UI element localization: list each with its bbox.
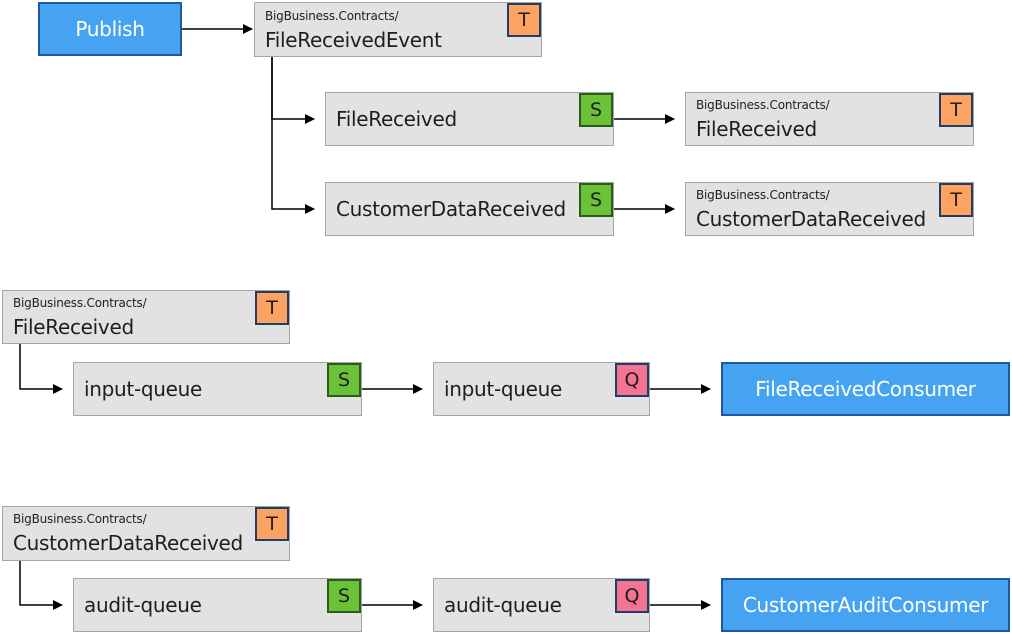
topic-file-received-source[interactable]: BigBusiness.Contracts/ FileReceived T: [2, 290, 290, 344]
subscription-badge: S: [327, 579, 361, 613]
topic-name: FileReceivedEvent: [265, 28, 442, 52]
arrow-flow2-topic-to-sub: [19, 343, 63, 394]
topic-namespace: BigBusiness.Contracts/: [13, 512, 147, 526]
topic-namespace: BigBusiness.Contracts/: [696, 98, 830, 112]
publish-button[interactable]: Publish: [38, 2, 182, 56]
topic-name: FileReceived: [13, 315, 134, 339]
subscription-audit-queue[interactable]: audit-queue S: [73, 578, 362, 632]
subscription-badge: S: [579, 183, 613, 217]
queue-audit-queue[interactable]: audit-queue Q: [433, 578, 650, 632]
topic-name: CustomerDataReceived: [13, 531, 243, 555]
subscription-badge: S: [327, 363, 361, 397]
arrow-topic-to-sub-file: [271, 57, 315, 124]
queue-name: audit-queue: [444, 593, 562, 617]
topic-badge: T: [939, 93, 973, 127]
topic-customer-data-received-source[interactable]: BigBusiness.Contracts/ CustomerDataRecei…: [2, 506, 290, 561]
topic-namespace: BigBusiness.Contracts/: [13, 296, 147, 310]
subscription-name: FileReceived: [336, 107, 457, 131]
subscription-name: CustomerDataReceived: [336, 197, 566, 221]
queue-input-queue[interactable]: input-queue Q: [433, 362, 650, 416]
publish-label: Publish: [75, 17, 145, 41]
topic-name: CustomerDataReceived: [696, 207, 926, 231]
topic-namespace: BigBusiness.Contracts/: [265, 9, 399, 23]
subscription-badge: S: [579, 93, 613, 127]
consumer-label: FileReceivedConsumer: [755, 377, 976, 401]
subscription-file-received[interactable]: FileReceived S: [325, 92, 614, 146]
queue-badge: Q: [615, 579, 649, 613]
subscription-name: input-queue: [84, 377, 203, 401]
queue-name: input-queue: [444, 377, 563, 401]
subscription-input-queue[interactable]: input-queue S: [73, 362, 362, 416]
topic-badge: T: [255, 291, 289, 325]
topic-badge: T: [255, 507, 289, 541]
topic-name: FileReceived: [696, 117, 817, 141]
subscription-customer-data-received[interactable]: CustomerDataReceived S: [325, 182, 614, 236]
arrow-topic-to-sub-customer: [271, 57, 315, 214]
topic-file-received[interactable]: BigBusiness.Contracts/ FileReceived T: [685, 92, 974, 146]
topic-badge: T: [939, 183, 973, 217]
consumer-file-received[interactable]: FileReceivedConsumer: [721, 362, 1010, 416]
subscription-name: audit-queue: [84, 593, 202, 617]
consumer-label: CustomerAuditConsumer: [742, 593, 989, 617]
topic-badge: T: [507, 3, 541, 37]
topic-namespace: BigBusiness.Contracts/: [696, 188, 830, 202]
topic-customer-data-received[interactable]: BigBusiness.Contracts/ CustomerDataRecei…: [685, 182, 974, 236]
consumer-customer-audit[interactable]: CustomerAuditConsumer: [721, 578, 1010, 632]
queue-badge: Q: [615, 363, 649, 397]
arrow-flow3-topic-to-sub: [19, 560, 63, 610]
topic-file-received-event[interactable]: BigBusiness.Contracts/ FileReceivedEvent…: [254, 2, 542, 57]
